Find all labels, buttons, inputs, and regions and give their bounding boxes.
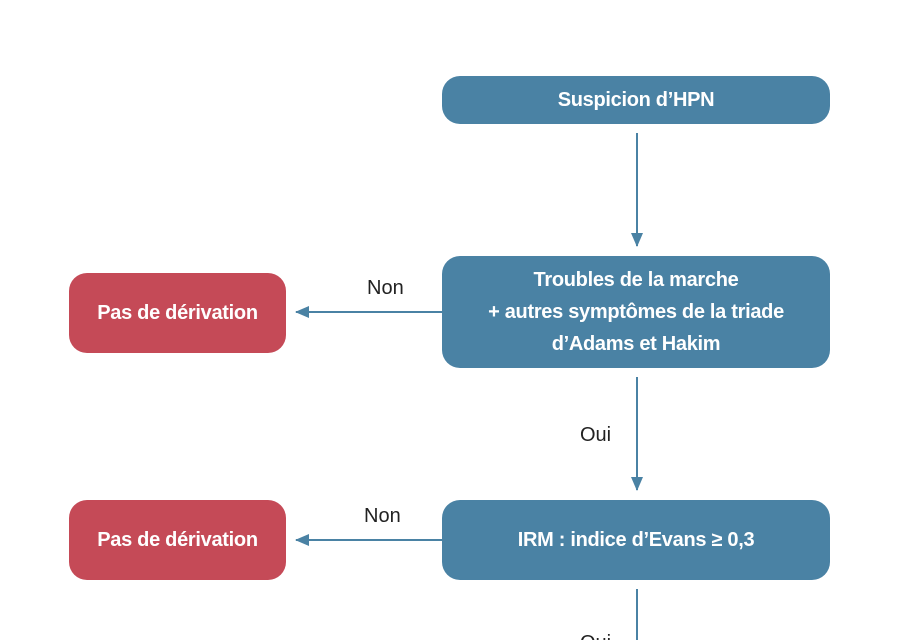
- node-no-shunt-1-label: Pas de dérivation: [97, 302, 258, 324]
- node-no-shunt-2-label: Pas de dérivation: [97, 529, 258, 551]
- node-pas-de-derivation-1: Pas de dérivation: [69, 273, 286, 353]
- edge-label-troubles-oui: Oui: [580, 424, 612, 446]
- node-irm-label: IRM : indice d’Evans ≥ 0,3: [517, 529, 755, 551]
- edge-label-irm-non: Non: [364, 505, 401, 527]
- edge-label-troubles-non: Non: [367, 277, 404, 299]
- node-pas-de-derivation-2: Pas de dérivation: [69, 500, 286, 580]
- node-troubles-line-1: Troubles de la marche: [533, 269, 739, 291]
- node-suspicion-label: Suspicion d’HPN: [557, 89, 715, 111]
- node-troubles-marche: Troubles de la marche + autres symptômes…: [442, 256, 830, 368]
- node-irm-evans: IRM : indice d’Evans ≥ 0,3: [442, 500, 830, 580]
- node-troubles-line-3: d’Adams et Hakim: [551, 333, 721, 355]
- node-suspicion-hpn: Suspicion d’HPN: [442, 76, 830, 124]
- node-troubles-line-2: + autres symptômes de la triade: [488, 301, 784, 323]
- edge-label-irm-oui: Oui: [580, 631, 611, 640]
